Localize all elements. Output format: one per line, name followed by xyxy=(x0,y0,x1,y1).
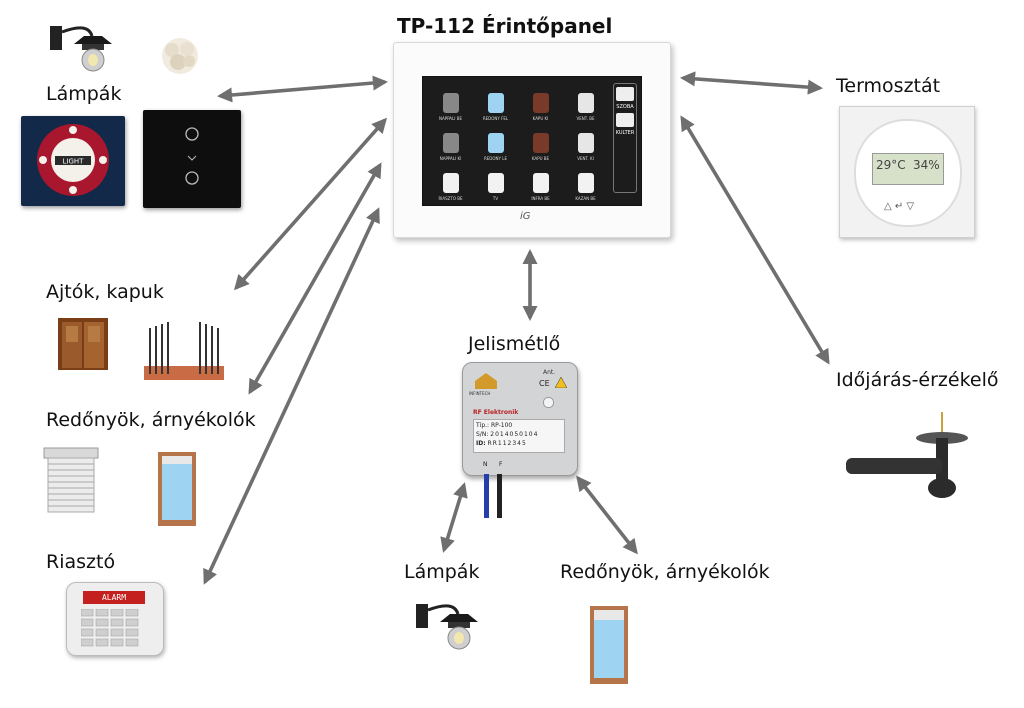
light-dimmer-device: LIGHT xyxy=(21,116,125,206)
wall-lamp-icon xyxy=(50,26,112,72)
panel-tile[interactable]: REDONY LE xyxy=(474,123,517,161)
wire-f-label: F xyxy=(499,461,503,468)
label-doors: Ajtók, kapuk xyxy=(46,281,164,303)
thermostat-buttons: △ ↵ ▽ xyxy=(884,201,915,212)
panel-tile-label: REDONY LE xyxy=(484,156,507,161)
panel-tile-grid: NAPPALI BE REDONY FEL KAPU KI VENT. BE NAPPA… xyxy=(429,83,607,201)
panel-tile-label: RIASZTO BE xyxy=(438,196,463,201)
label-thermostat: Termosztát xyxy=(836,75,941,97)
panel-tile[interactable]: INFRA BE xyxy=(519,163,562,201)
label-shutters-bottom: Redőnyök, árnyékolók xyxy=(560,561,770,583)
ce-mark: CE xyxy=(539,379,550,388)
house-logo-icon xyxy=(475,373,497,389)
alarm-keypad: ALARM xyxy=(66,582,164,656)
panel-tile[interactable]: VENT. KI xyxy=(564,123,607,161)
label-lamps-bottom: Lámpák xyxy=(404,561,480,583)
fan-icon xyxy=(577,133,594,153)
switch-icon xyxy=(577,173,594,193)
label-lamps: Lámpák xyxy=(46,83,122,105)
panel-tile-label: NAPPALI BE xyxy=(439,116,462,121)
panel-tile[interactable]: KAZAN BE xyxy=(564,163,607,201)
panel-tile[interactable]: TV xyxy=(474,163,517,201)
panel-tile[interactable]: KAPU KI xyxy=(519,83,562,121)
heater-icon xyxy=(532,173,549,193)
panel-tile-label: KAPU KI xyxy=(532,116,549,121)
repeater-brand: INFINTECH xyxy=(469,391,491,396)
repeater-info-label: Típ.: RP-100 S/N: 2014050104 ID: RR11234… xyxy=(473,419,565,453)
type-value: Típ.: RP-100 xyxy=(476,422,513,429)
status-led xyxy=(543,397,554,408)
panel-brand-logo: iG xyxy=(520,211,531,222)
panel-tile-label: TV xyxy=(492,196,499,201)
id-value: RR112345 xyxy=(487,440,527,447)
arrow-repeater-lamps xyxy=(440,482,468,553)
arrow-panel-lamps xyxy=(216,75,389,103)
room2-label: KULTER xyxy=(615,130,635,136)
temperature-value: 29°C xyxy=(876,158,906,172)
panel-tile-label: KAPU BE xyxy=(531,156,550,161)
wire-n-label: N xyxy=(483,461,488,468)
lamp-icon xyxy=(442,133,459,153)
panel-screen: NAPPALI BE REDONY FEL KAPU KI VENT. BE NAPPA… xyxy=(422,76,642,206)
keypad-display: ALARM xyxy=(83,591,145,604)
arrow-repeater-shutters xyxy=(576,475,638,555)
wire-blue xyxy=(484,474,489,518)
arrow-panel-weather xyxy=(680,115,830,365)
arrow-panel-doors xyxy=(233,117,388,291)
thermostat-device: 29°C 34% △ ↵ ▽ xyxy=(839,106,975,238)
wire-black xyxy=(497,474,502,518)
panel-tile[interactable]: REDONY FEL xyxy=(474,83,517,121)
antenna-label: Ant. xyxy=(543,369,556,376)
fan-icon xyxy=(577,93,594,113)
sn-value: 2014050104 xyxy=(490,431,539,438)
humidity-value: 34% xyxy=(913,158,940,172)
label-shutters: Redőnyök, árnyékolók xyxy=(46,409,256,431)
panel-tile[interactable]: NAPPALI KI xyxy=(429,123,472,161)
room1-label: SZOBA xyxy=(616,104,634,110)
lamp-icon xyxy=(442,93,459,113)
id-label: ID: xyxy=(476,440,486,447)
rf-brand: RF Elektronik xyxy=(473,409,519,416)
gate-icon xyxy=(532,93,549,113)
socket-icon xyxy=(487,173,504,193)
window-icon xyxy=(487,133,504,153)
warning-icon xyxy=(555,377,567,388)
door-icon xyxy=(58,318,108,370)
panel-tile[interactable]: NAPPALI BE xyxy=(429,83,472,121)
gate-icon xyxy=(532,133,549,153)
panel-tile-label: REDONY FEL xyxy=(482,116,509,121)
window-icon xyxy=(158,452,196,526)
panel-tile-label: KAZAN BE xyxy=(575,196,596,201)
panel-tile[interactable]: KAPU BE xyxy=(519,123,562,161)
thermostat-display: 29°C 34% xyxy=(872,153,944,185)
window-icon xyxy=(487,93,504,113)
alarm-icon xyxy=(442,173,459,193)
panel-tile-label: NAPPALI KI xyxy=(439,156,462,161)
panel-tile[interactable]: RIASZTO BE xyxy=(429,163,472,201)
arrow-panel-thermostat xyxy=(679,71,824,95)
panel-tile-label: VENT. BE xyxy=(576,116,595,121)
chandelier-icon xyxy=(162,38,198,74)
label-repeater: Jelismétlő xyxy=(468,333,561,355)
panel-tile-label: VENT. KI xyxy=(577,156,594,161)
weather-sensor-icon xyxy=(846,412,968,498)
panel-side-status: SZOBA KULTER xyxy=(613,83,637,193)
label-weather-sensor: Időjárás-érzékelő xyxy=(836,369,999,391)
svg-text:LIGHT: LIGHT xyxy=(63,158,85,166)
touch-switch-device xyxy=(143,110,241,208)
panel-tile-label: INFRA BE xyxy=(531,196,550,201)
arrow-panel-alarm xyxy=(203,207,380,585)
panel-tile[interactable]: VENT. BE xyxy=(564,83,607,121)
roller-shutter-icon xyxy=(43,447,99,513)
touch-panel: NAPPALI BE REDONY FEL KAPU KI VENT. BE NAPPA… xyxy=(393,42,671,238)
gate-icon xyxy=(144,322,224,380)
wall-lamp-bottom-icon xyxy=(416,604,478,650)
label-alarm: Riasztó xyxy=(46,551,116,573)
diagram-title: TP-112 Érintőpanel xyxy=(397,14,613,38)
window-bottom-icon xyxy=(590,606,628,684)
repeater-device: INFINTECH Ant. CE RF Elektronik Típ.: RP… xyxy=(462,362,578,476)
sn-label: S/N: xyxy=(476,431,489,438)
